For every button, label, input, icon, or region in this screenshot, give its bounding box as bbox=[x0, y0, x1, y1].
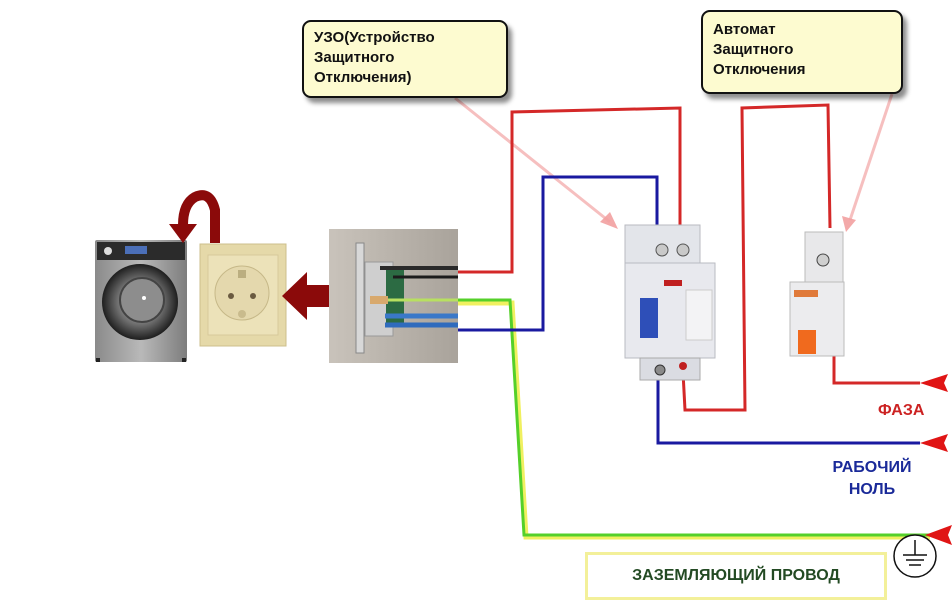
circuit-breaker bbox=[789, 231, 845, 357]
ground-label-box: ЗАЗЕМЛЯЮЩИЙ ПРОВОД bbox=[585, 552, 887, 600]
breaker-callout-line-1: Автомат bbox=[713, 21, 776, 38]
phase-label: ФАЗА bbox=[878, 402, 925, 419]
breaker-callout-line-2: Защитного bbox=[713, 41, 794, 58]
neutral-label-line-1: РАБОЧИЙ bbox=[832, 459, 912, 476]
breaker-pointer-arrow bbox=[842, 93, 894, 232]
phase-input-arrow-icon bbox=[920, 374, 948, 392]
neutral-input-arrow-icon bbox=[920, 434, 948, 452]
breaker-callout: Автомат Защитного Отключения bbox=[701, 10, 903, 94]
rcd-callout-line-3: Отключения) bbox=[314, 69, 412, 86]
ground-label: ЗАЗЕМЛЯЮЩИЙ ПРОВОД bbox=[632, 567, 840, 584]
rcd-device bbox=[624, 224, 716, 381]
curved-arrow-icon bbox=[169, 190, 220, 243]
rcd-callout-line-1: УЗО(Устройство bbox=[314, 29, 435, 46]
neutral-wire bbox=[455, 175, 920, 445]
neutral-label-line-2: НОЛЬ bbox=[848, 481, 896, 498]
rcd-callout: УЗО(Устройство Защитного Отключения) bbox=[302, 20, 508, 98]
ground-symbol-icon bbox=[893, 534, 937, 578]
left-arrow-icon bbox=[282, 272, 332, 320]
neutral-label: РАБОЧИЙ НОЛЬ bbox=[812, 457, 932, 501]
ground-wire bbox=[455, 298, 930, 540]
ground-input-arrow-icon bbox=[925, 525, 952, 545]
phase-wire bbox=[455, 103, 920, 412]
socket-back-view bbox=[329, 229, 458, 363]
breaker-callout-line-3: Отключения bbox=[713, 61, 806, 78]
rcd-pointer-arrow bbox=[454, 96, 618, 229]
rcd-callout-line-2: Защитного bbox=[314, 49, 395, 66]
washing-machine bbox=[95, 240, 187, 362]
wall-socket bbox=[199, 243, 287, 347]
